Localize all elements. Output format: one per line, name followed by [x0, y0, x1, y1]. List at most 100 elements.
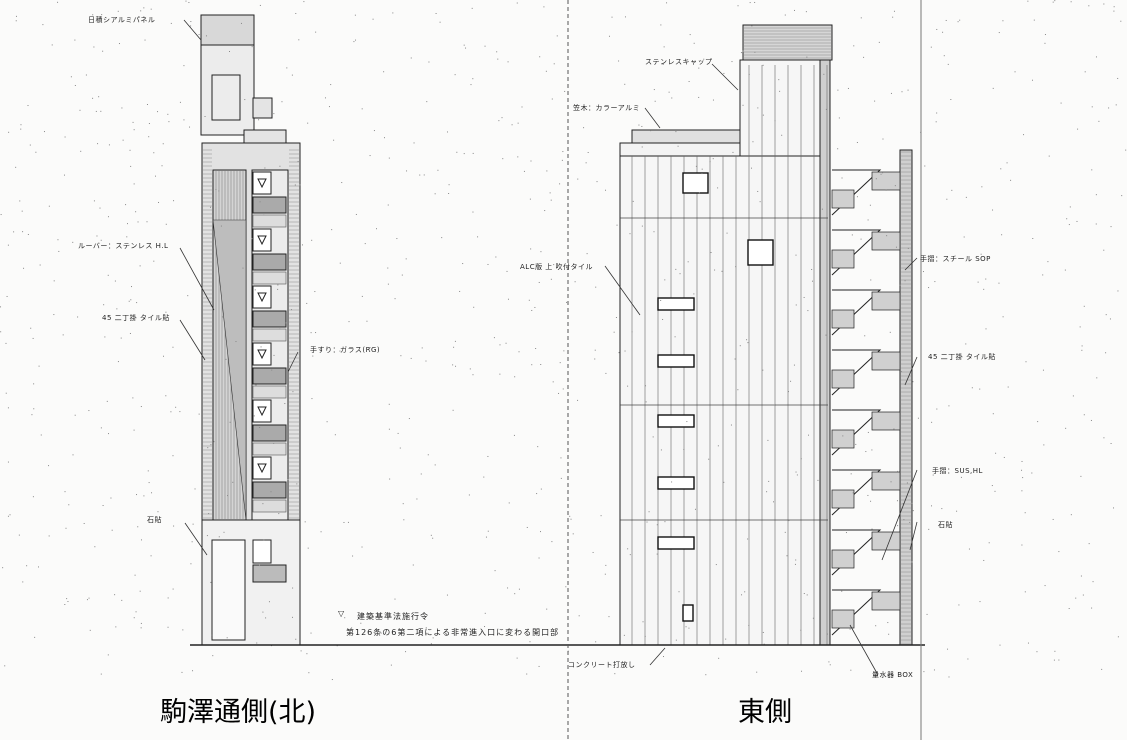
- scan-speck: [102, 505, 104, 507]
- scan-speck: [187, 295, 189, 297]
- scan-speck: [837, 89, 839, 91]
- scan-speck: [668, 91, 670, 93]
- scan-speck: [1027, 642, 1029, 644]
- scan-speck: [1021, 544, 1023, 546]
- scan-speck: [878, 41, 880, 43]
- scan-speck: [645, 401, 647, 403]
- scan-speck: [911, 561, 913, 563]
- scan-speck: [259, 4, 261, 6]
- scan-speck: [394, 598, 396, 600]
- scan-speck: [284, 403, 286, 405]
- scan-speck: [688, 627, 690, 629]
- scan-speck: [592, 551, 594, 553]
- scan-speck: [35, 151, 37, 153]
- scan-speck: [88, 410, 90, 412]
- scan-speck: [99, 207, 101, 209]
- scan-speck: [698, 96, 700, 98]
- scan-speck: [723, 72, 725, 74]
- scan-speck: [1052, 1, 1054, 3]
- emergency-entry-icon: [257, 292, 267, 303]
- scan-speck: [538, 557, 540, 559]
- scan-speck: [104, 336, 106, 338]
- scan-speck: [1001, 234, 1003, 236]
- scan-speck: [308, 672, 310, 674]
- floor-slab: [252, 214, 287, 228]
- scan-speck: [936, 28, 938, 30]
- scan-speck: [1003, 456, 1005, 458]
- scan-speck: [140, 539, 142, 541]
- scan-speck: [131, 286, 133, 288]
- emergency-window: [252, 171, 272, 195]
- scan-speck: [909, 521, 911, 523]
- scan-speck: [48, 535, 50, 537]
- scan-speck: [1024, 512, 1026, 514]
- scan-speck: [120, 337, 122, 339]
- scan-speck: [254, 289, 256, 291]
- scan-speck: [7, 407, 9, 409]
- scan-speck: [1002, 20, 1004, 22]
- glass-handrail: [252, 481, 287, 499]
- scan-speck: [68, 504, 70, 506]
- scan-speck: [211, 634, 213, 636]
- scan-speck: [1070, 1, 1072, 3]
- scan-speck: [1080, 475, 1082, 477]
- scan-speck: [723, 481, 725, 483]
- scan-speck: [292, 391, 294, 393]
- scan-speck: [1083, 305, 1085, 307]
- scan-speck: [198, 34, 200, 36]
- scan-speck: [529, 198, 531, 200]
- scan-speck: [303, 1, 305, 3]
- scan-speck: [693, 293, 695, 295]
- scan-speck: [165, 311, 167, 313]
- scan-speck: [608, 616, 610, 618]
- scan-speck: [666, 2, 668, 4]
- scan-speck: [705, 674, 707, 676]
- scan-speck: [328, 106, 330, 108]
- scan-speck: [874, 100, 876, 102]
- scan-speck: [660, 24, 662, 26]
- scan-speck: [1105, 352, 1107, 354]
- scan-speck: [410, 57, 412, 59]
- scan-speck: [534, 306, 536, 308]
- scan-speck: [683, 448, 685, 450]
- scan-speck: [856, 196, 858, 198]
- scan-speck: [497, 58, 499, 60]
- scan-speck: [629, 233, 631, 235]
- scan-speck: [540, 251, 542, 253]
- scan-speck: [526, 673, 528, 675]
- scan-speck: [675, 268, 677, 270]
- roof-parapet: [243, 129, 287, 144]
- scan-speck: [146, 221, 148, 223]
- scan-speck: [129, 332, 131, 334]
- scan-speck: [190, 563, 192, 565]
- scan-speck: [172, 455, 174, 457]
- glass-handrail: [252, 253, 287, 271]
- scan-speck: [537, 446, 539, 448]
- note-tile-north: 45 二丁掛 タイル貼: [102, 314, 170, 322]
- scan-speck: [291, 616, 293, 618]
- floor-slab: [252, 328, 287, 342]
- east-details: [0, 0, 1127, 681]
- scan-speck: [92, 14, 94, 16]
- scan-speck: [795, 254, 797, 256]
- scan-speck: [860, 17, 862, 19]
- scan-speck: [31, 414, 33, 416]
- scan-speck: [535, 347, 537, 349]
- window: [682, 604, 694, 622]
- scan-speck: [271, 369, 273, 371]
- emergency-window: [252, 456, 272, 480]
- scan-speck: [544, 210, 546, 212]
- scan-speck: [405, 651, 407, 653]
- scan-speck: [33, 383, 35, 385]
- scan-speck: [192, 670, 194, 672]
- legend-symbol: ▽: [338, 609, 346, 618]
- scan-speck: [454, 74, 456, 76]
- scan-speck: [762, 114, 764, 116]
- scan-speck: [1113, 507, 1115, 509]
- scan-speck: [714, 269, 716, 271]
- scan-speck: [1070, 514, 1072, 516]
- scan-speck: [894, 185, 896, 187]
- scan-speck: [452, 364, 454, 366]
- scan-speck: [882, 172, 884, 174]
- scan-speck: [111, 529, 113, 531]
